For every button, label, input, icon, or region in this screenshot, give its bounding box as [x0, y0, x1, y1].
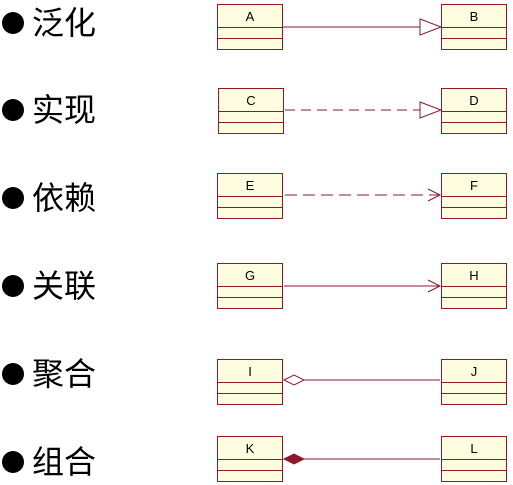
- class-operations: [219, 123, 283, 133]
- class-operations: [442, 298, 506, 308]
- filled-diamond-icon: [282, 453, 306, 465]
- class-name: D: [442, 89, 506, 112]
- class-box-e[interactable]: E: [217, 173, 283, 219]
- class-operations: [218, 208, 282, 218]
- relationship-label: 泛化: [32, 4, 97, 42]
- aggregation-connector: [282, 374, 440, 386]
- dependency-connector: [285, 188, 442, 202]
- class-box-f[interactable]: F: [441, 173, 507, 219]
- class-operations: [442, 471, 506, 481]
- class-attributes: [218, 197, 282, 208]
- class-attributes: [442, 460, 506, 471]
- class-attributes: [218, 287, 282, 298]
- class-box-i[interactable]: I: [217, 359, 283, 405]
- class-operations: [442, 39, 506, 49]
- row-label-composition: 组合: [2, 442, 96, 482]
- class-name: G: [218, 264, 282, 287]
- class-attributes: [442, 383, 506, 394]
- row-label-dependency: 依赖: [2, 178, 96, 218]
- class-attributes: [218, 28, 282, 39]
- class-operations: [218, 298, 282, 308]
- class-name: H: [442, 264, 506, 287]
- class-name: C: [219, 89, 283, 112]
- class-box-l[interactable]: L: [441, 436, 507, 482]
- hollow-triangle-arrow-icon: [419, 101, 443, 119]
- bullet-icon: [2, 363, 24, 385]
- generalization-connector: [283, 18, 443, 36]
- class-operations: [218, 394, 282, 404]
- relationship-label: 依赖: [32, 179, 97, 217]
- relationship-label: 实现: [32, 91, 97, 129]
- row-label-realization: 实现: [2, 90, 96, 130]
- class-operations: [218, 471, 282, 481]
- class-attributes: [442, 197, 506, 208]
- class-name: B: [442, 5, 506, 28]
- bullet-icon: [2, 12, 24, 34]
- class-attributes: [218, 383, 282, 394]
- hollow-diamond-icon: [282, 374, 306, 386]
- relationship-label: 组合: [32, 443, 97, 481]
- class-attributes: [218, 460, 282, 471]
- row-label-generalization: 泛化: [2, 3, 96, 43]
- class-operations: [442, 208, 506, 218]
- class-operations: [442, 123, 506, 133]
- class-attributes: [442, 28, 506, 39]
- bullet-icon: [2, 99, 24, 121]
- class-attributes: [219, 112, 283, 123]
- class-box-d[interactable]: D: [441, 88, 507, 134]
- class-name: J: [442, 360, 506, 383]
- class-box-j[interactable]: J: [441, 359, 507, 405]
- row-label-association: 关联: [2, 266, 96, 306]
- class-name: L: [442, 437, 506, 460]
- class-name: A: [218, 5, 282, 28]
- realization-connector: [285, 101, 443, 119]
- class-attributes: [442, 112, 506, 123]
- class-name: F: [442, 174, 506, 197]
- class-box-h[interactable]: H: [441, 263, 507, 309]
- hollow-triangle-arrow-icon: [419, 18, 443, 36]
- class-box-c[interactable]: C: [218, 88, 284, 134]
- composition-connector: [282, 453, 440, 465]
- class-name: K: [218, 437, 282, 460]
- class-name: I: [218, 360, 282, 383]
- open-arrow-icon: [427, 279, 442, 293]
- open-arrow-icon: [427, 188, 442, 202]
- class-attributes: [442, 287, 506, 298]
- class-box-k[interactable]: K: [217, 436, 283, 482]
- bullet-icon: [2, 187, 24, 209]
- row-label-aggregation: 聚合: [2, 354, 96, 394]
- class-box-a[interactable]: A: [217, 4, 283, 50]
- class-operations: [442, 394, 506, 404]
- relationship-label: 聚合: [32, 355, 97, 393]
- class-box-b[interactable]: B: [441, 4, 507, 50]
- bullet-icon: [2, 451, 24, 473]
- bullet-icon: [2, 275, 24, 297]
- class-box-g[interactable]: G: [217, 263, 283, 309]
- class-name: E: [218, 174, 282, 197]
- relationship-label: 关联: [32, 267, 97, 305]
- association-connector: [284, 279, 442, 293]
- class-operations: [218, 39, 282, 49]
